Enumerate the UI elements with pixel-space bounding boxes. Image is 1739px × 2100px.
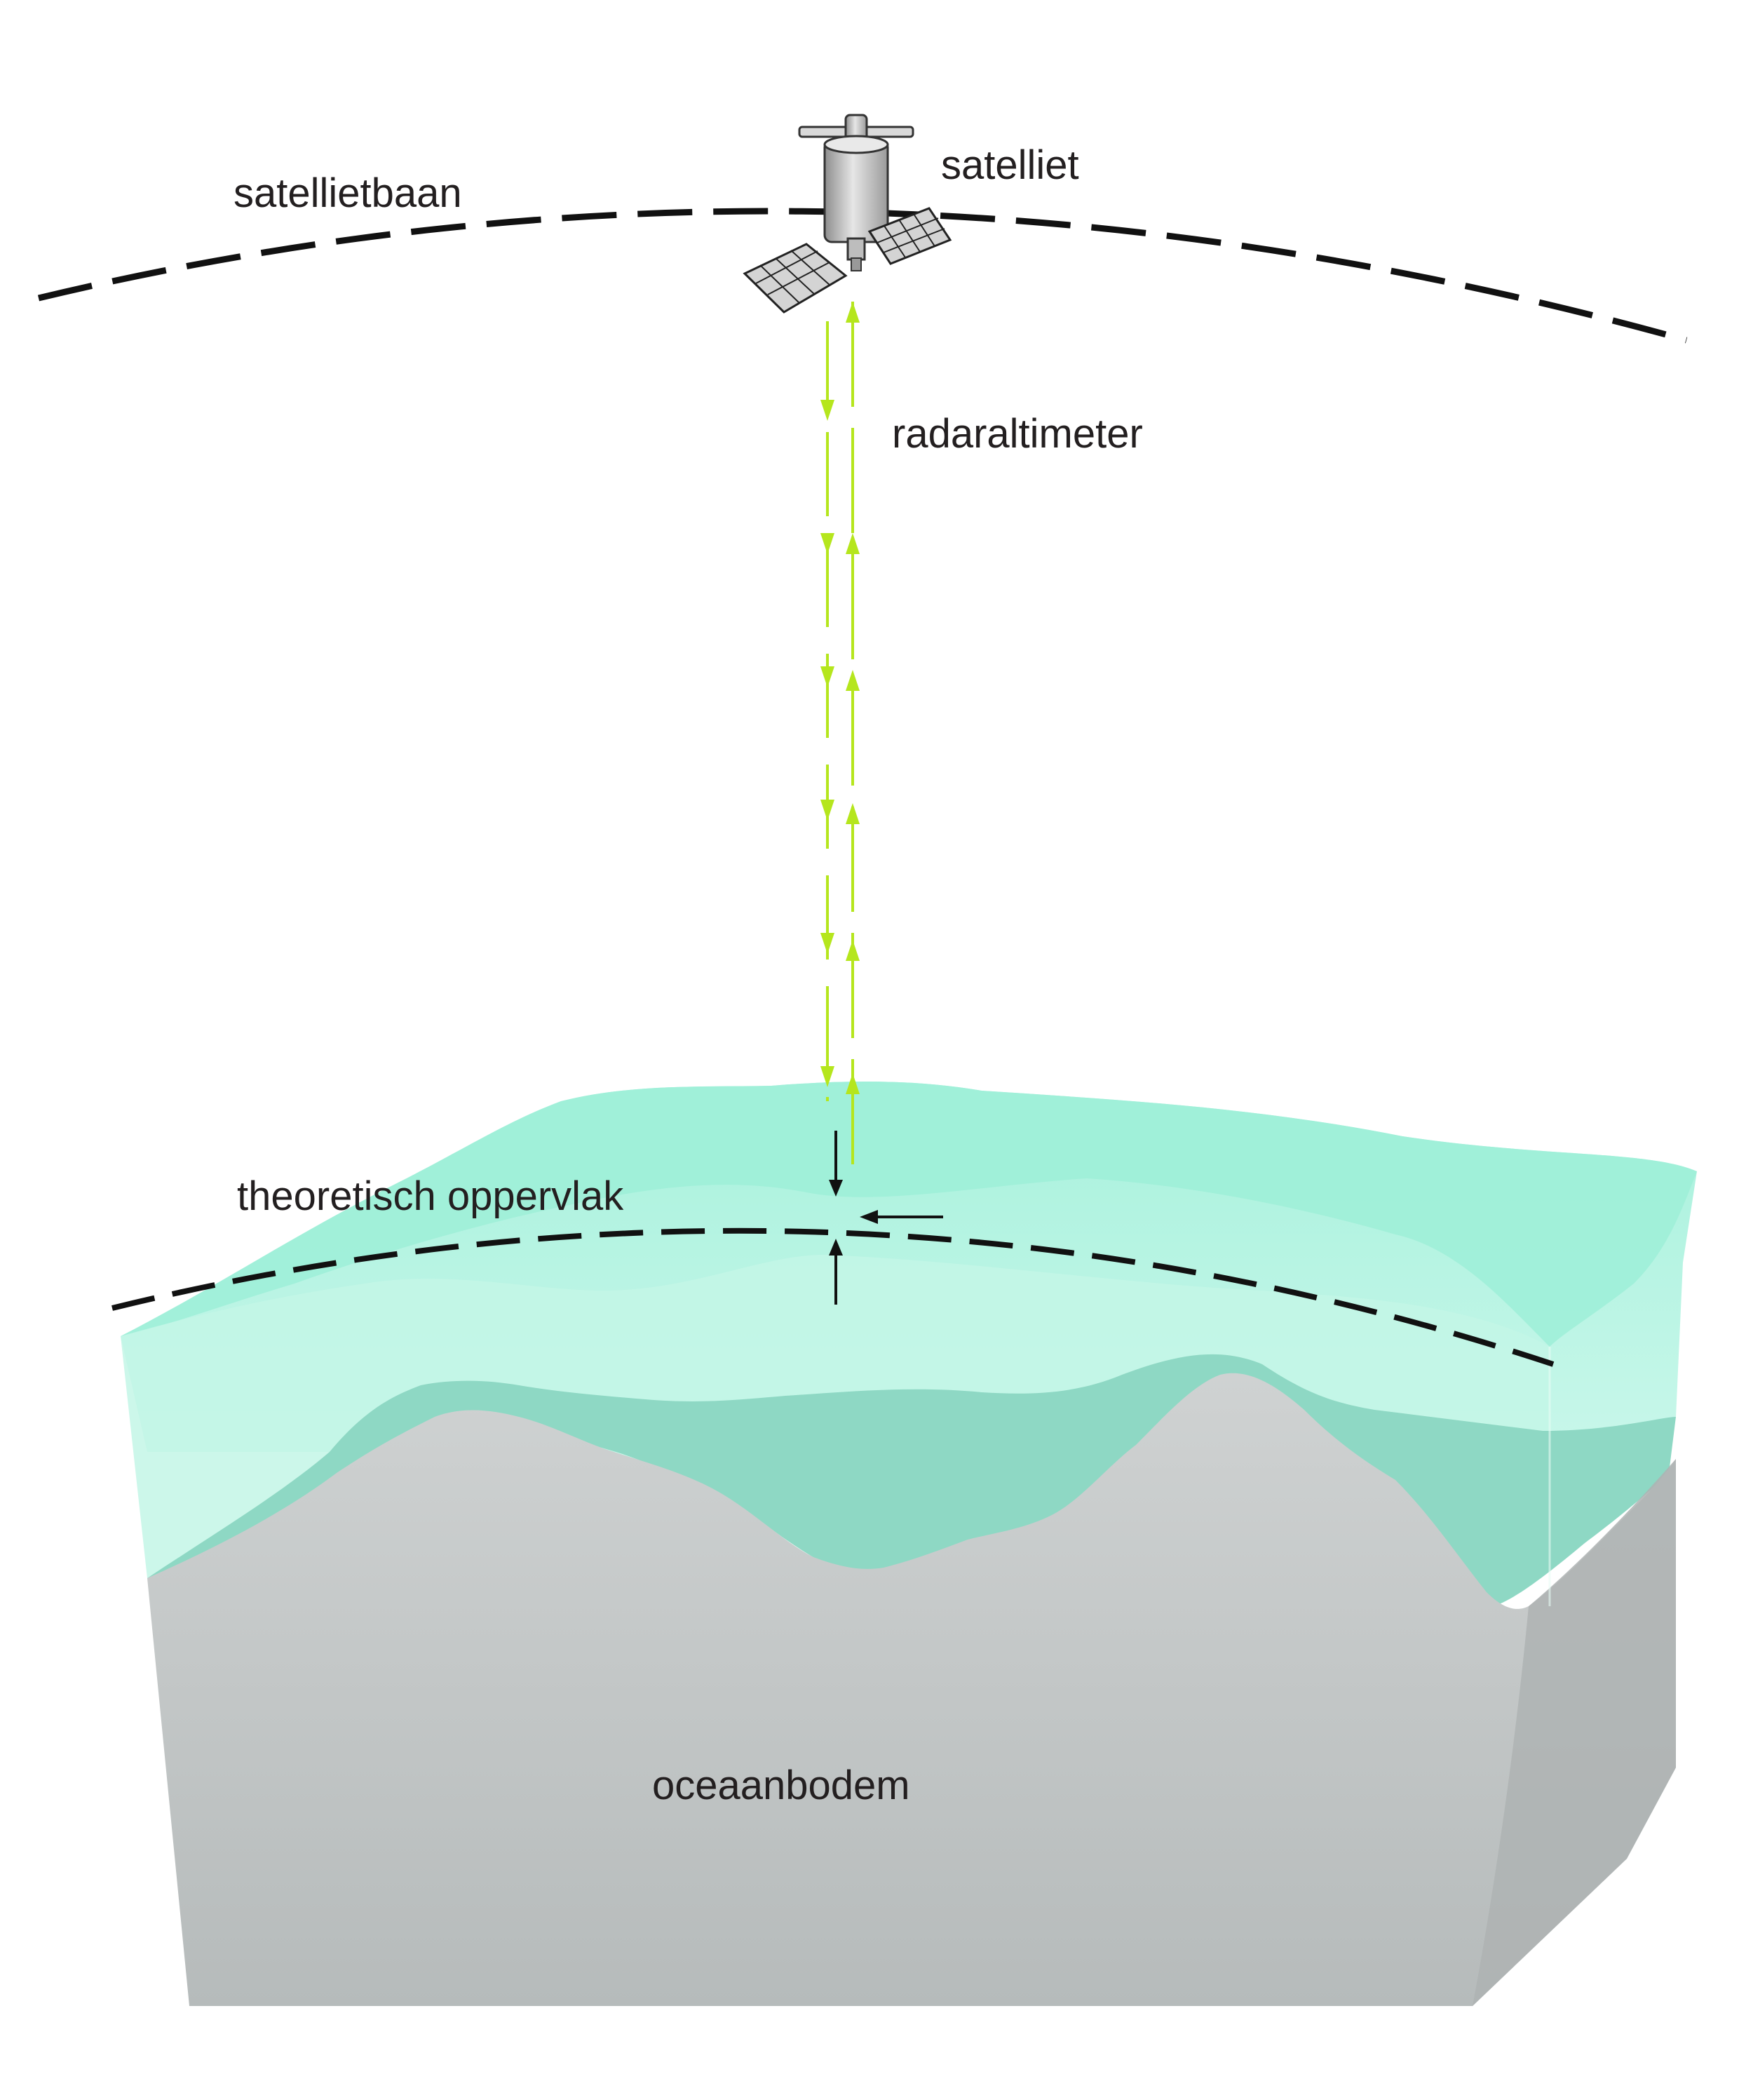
satellite-label: satelliet (941, 145, 1079, 186)
ocean-floor-label: oceaanbodem (652, 1765, 910, 1806)
radar-signal (820, 302, 860, 1175)
radar-altimeter-label: radaraltimeter (892, 414, 1143, 455)
theoretical-surface-label: theoretisch oppervlak (237, 1176, 623, 1217)
solar-panel-left (745, 244, 846, 312)
ocean-block (121, 1082, 1697, 2006)
satellite-icon (745, 115, 950, 312)
orbit-label: satellietbaan (234, 173, 462, 214)
